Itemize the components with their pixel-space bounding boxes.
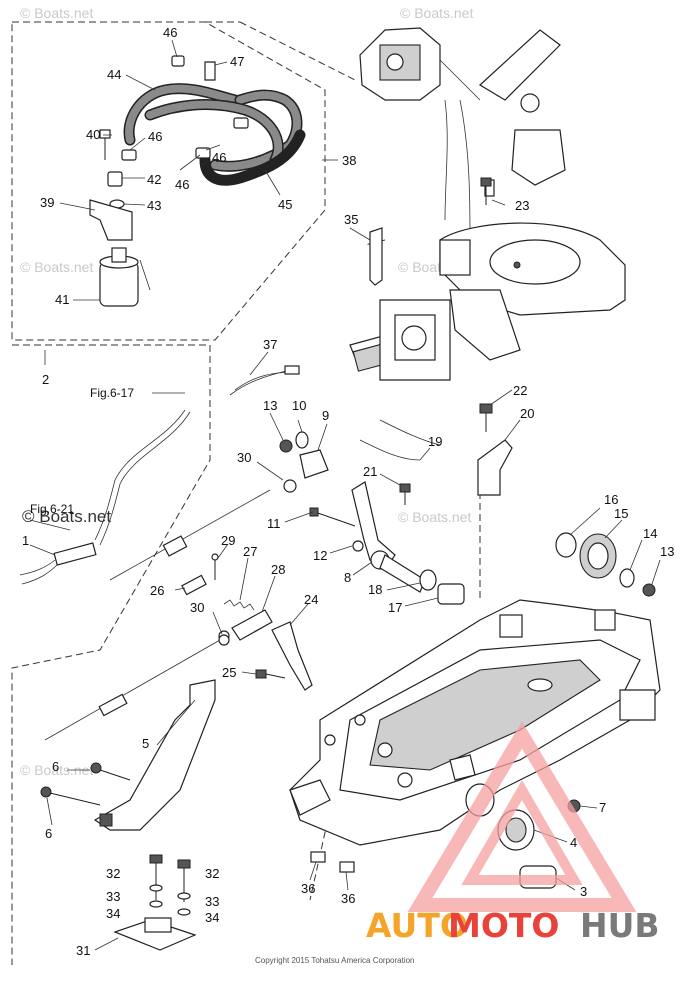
callout-45: 45 [278, 197, 292, 212]
callout-20: 20 [520, 406, 534, 421]
callout-41: 41 [55, 292, 69, 307]
callout-30: 30 [190, 600, 204, 615]
watermark: © Boats.net [20, 762, 93, 778]
callout-13: 13 [263, 398, 277, 413]
callout-29: 29 [221, 533, 235, 548]
callout-19: 19 [428, 434, 442, 449]
callout-32: 32 [205, 866, 219, 881]
callout-6: 6 [52, 759, 59, 774]
callout-1: 1 [22, 533, 29, 548]
automotohub-logo: AUTO MOTO HUB [366, 721, 660, 945]
brand-moto: MOTO [448, 906, 559, 945]
callout-13: 13 [660, 544, 674, 559]
callout-40: 40 [86, 127, 100, 142]
watermark: © Boats.net [398, 509, 471, 525]
watermark: © Boats.net [20, 259, 93, 275]
carburetor-area [349, 27, 626, 381]
callout-23: 23 [515, 198, 529, 213]
callout-22: 22 [513, 383, 527, 398]
callout-27: 27 [243, 544, 257, 559]
callout-16: 16 [604, 492, 618, 507]
callout-34: 34 [106, 906, 120, 921]
callout-46: 46 [175, 177, 189, 192]
watermark-main: © Boats.net [22, 507, 111, 526]
callout-17: 17 [388, 600, 402, 615]
callout-35: 35 [344, 212, 358, 227]
brand-hub: HUB [580, 906, 660, 945]
linkage-group [44, 419, 656, 741]
callout-44: 44 [107, 67, 121, 82]
callout-31: 31 [76, 943, 90, 958]
copyright-text: Copyright 2015 Tohatsu America Corporati… [255, 956, 415, 965]
callout-47: 47 [230, 54, 244, 69]
leader-lines [29, 39, 661, 951]
callout-3: 3 [580, 884, 587, 899]
callout-33: 33 [106, 889, 120, 904]
callout-21: 21 [363, 464, 377, 479]
callout-15: 15 [614, 506, 628, 521]
fuel-filter-assembly [89, 55, 306, 307]
callout-33: 33 [205, 894, 219, 909]
callout-39: 39 [40, 195, 54, 210]
callout-18: 18 [368, 582, 382, 597]
callout-24: 24 [304, 592, 318, 607]
callout-5: 5 [142, 736, 149, 751]
callout-12: 12 [313, 548, 327, 563]
callout-8: 8 [344, 570, 351, 585]
watermark: © Boats.net [400, 5, 473, 21]
callout-32: 32 [106, 866, 120, 881]
callout-43: 43 [147, 198, 161, 213]
callout-28: 28 [271, 562, 285, 577]
callout-26: 26 [150, 583, 164, 598]
callout-4: 4 [570, 835, 577, 850]
figure-ref-6-17: Fig.6-17 [90, 386, 134, 400]
watermark: © Boats.net [20, 5, 93, 21]
callout-10: 10 [292, 398, 306, 413]
callout-2: 2 [42, 372, 49, 387]
callout-9: 9 [322, 408, 329, 423]
callout-34: 34 [205, 910, 219, 925]
bottom-cowl [289, 599, 661, 846]
callout-38: 38 [342, 153, 356, 168]
callout-14: 14 [643, 526, 657, 541]
callout-7: 7 [599, 800, 606, 815]
callout-42: 42 [147, 172, 161, 187]
cables-group [19, 365, 300, 585]
figure-ref-6-21: Fig.6-21 [30, 502, 74, 516]
callout-36: 36 [301, 881, 315, 896]
brand-auto: AUTO [366, 906, 468, 945]
callout-36: 36 [341, 891, 355, 906]
callout-25: 25 [222, 665, 236, 680]
callout-46: 46 [163, 25, 177, 40]
bolts-group [255, 177, 493, 679]
callout-46: 46 [212, 150, 226, 165]
callout-46: 46 [148, 129, 162, 144]
callout-6: 6 [45, 826, 52, 841]
callout-30: 30 [237, 450, 251, 465]
bottom-mount-group [113, 851, 355, 951]
callout-labels: 46 47 44 40 46 46 42 46 39 43 45 41 38 3… [22, 25, 674, 958]
callout-11: 11 [267, 516, 281, 531]
bracket-5-group [40, 679, 216, 831]
callout-37: 37 [263, 337, 277, 352]
